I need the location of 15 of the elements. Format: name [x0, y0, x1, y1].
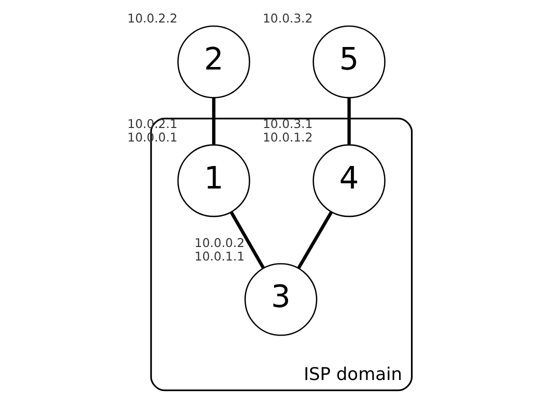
node-label: 10.0.2.2	[126, 12, 177, 26]
node-circle: 4	[312, 144, 385, 218]
node-label: 10.0.3.1	[262, 117, 312, 132]
node-label: 10.0.1.2	[262, 130, 312, 144]
node-circle: 2	[176, 25, 250, 98]
connector	[212, 98, 215, 145]
node-label: 10.0.3.2	[262, 12, 312, 26]
connector	[346, 98, 350, 145]
node-circle: 1	[176, 144, 250, 218]
node-label: 10.0.1.1	[194, 249, 244, 264]
node-circle: 3	[244, 263, 317, 336]
connector	[229, 211, 264, 270]
node-circle: 5	[312, 25, 385, 98]
node-label: 10.0.0.2	[194, 236, 244, 250]
connector	[296, 211, 332, 270]
